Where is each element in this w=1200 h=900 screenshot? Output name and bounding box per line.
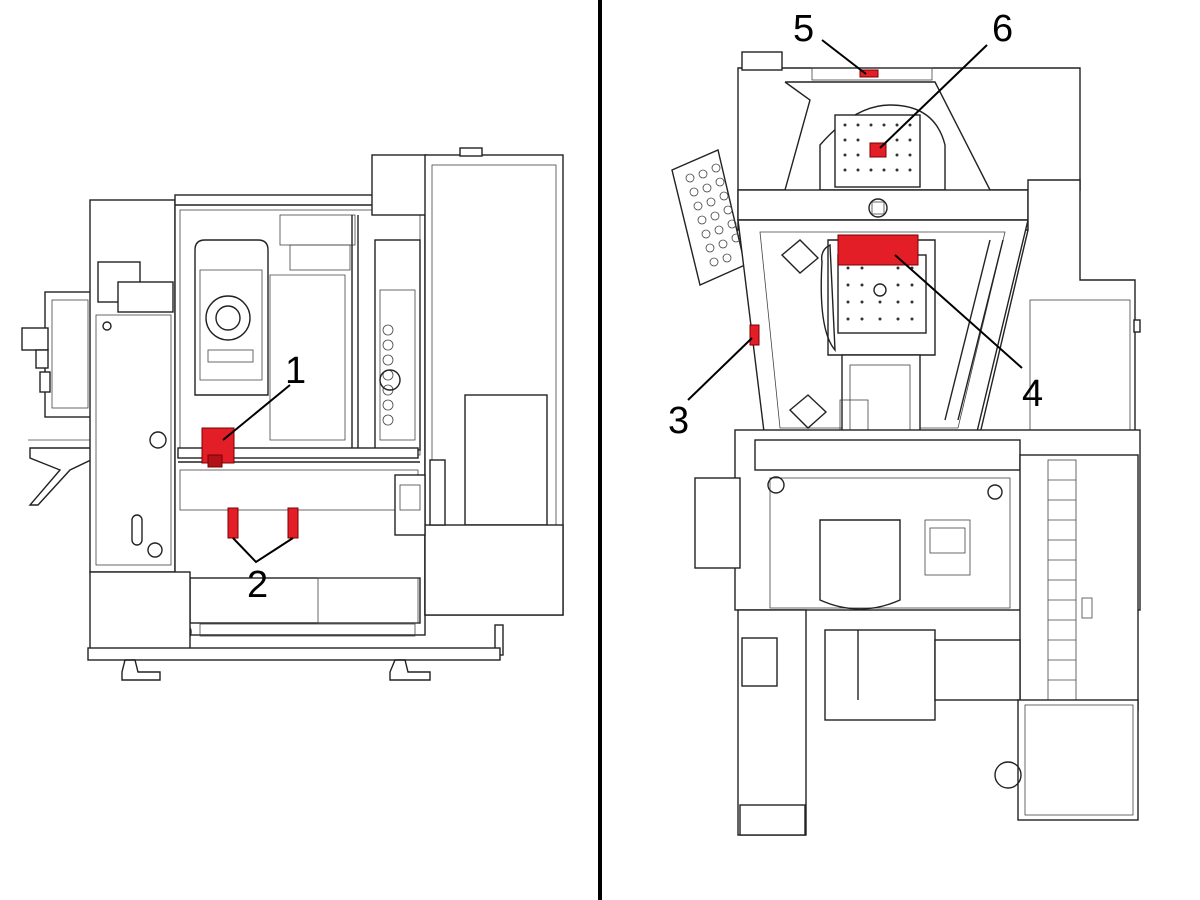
highlight-part-4 [837, 234, 919, 266]
callout-6: 6 [992, 8, 1013, 50]
tool-carousel [671, 149, 746, 286]
callout-1: 1 [285, 350, 306, 392]
leader-line-6 [879, 44, 988, 149]
callout-5: 5 [793, 8, 814, 50]
leader-line-3 [687, 337, 753, 401]
callout-4: 4 [1022, 373, 1043, 415]
callout-3: 3 [668, 400, 689, 442]
highlight-part-5 [859, 69, 879, 78]
right-side-body [974, 179, 1141, 456]
leader-line-4 [894, 254, 1023, 369]
machine-base [87, 571, 501, 681]
top-view: 3 4 5 6 [668, 8, 1141, 836]
machine-lower-base [694, 429, 1141, 711]
machine-bottom [737, 609, 1139, 836]
door-assembly [371, 147, 564, 656]
highlight-part-1 [201, 427, 235, 468]
leader-line-5 [821, 39, 867, 75]
leader-line-1 [222, 384, 291, 441]
callout-2: 2 [247, 564, 268, 606]
upper-table-holes [843, 123, 912, 172]
left-body-panel [89, 199, 176, 573]
machine-hood [737, 219, 1029, 441]
leader-line-2 [232, 537, 294, 564]
enclosure [172, 194, 426, 642]
highlight-part-3 [749, 324, 760, 346]
front-view: 1 2 [21, 147, 564, 681]
control-pendant [21, 291, 96, 506]
lower-table-holes [846, 266, 914, 321]
